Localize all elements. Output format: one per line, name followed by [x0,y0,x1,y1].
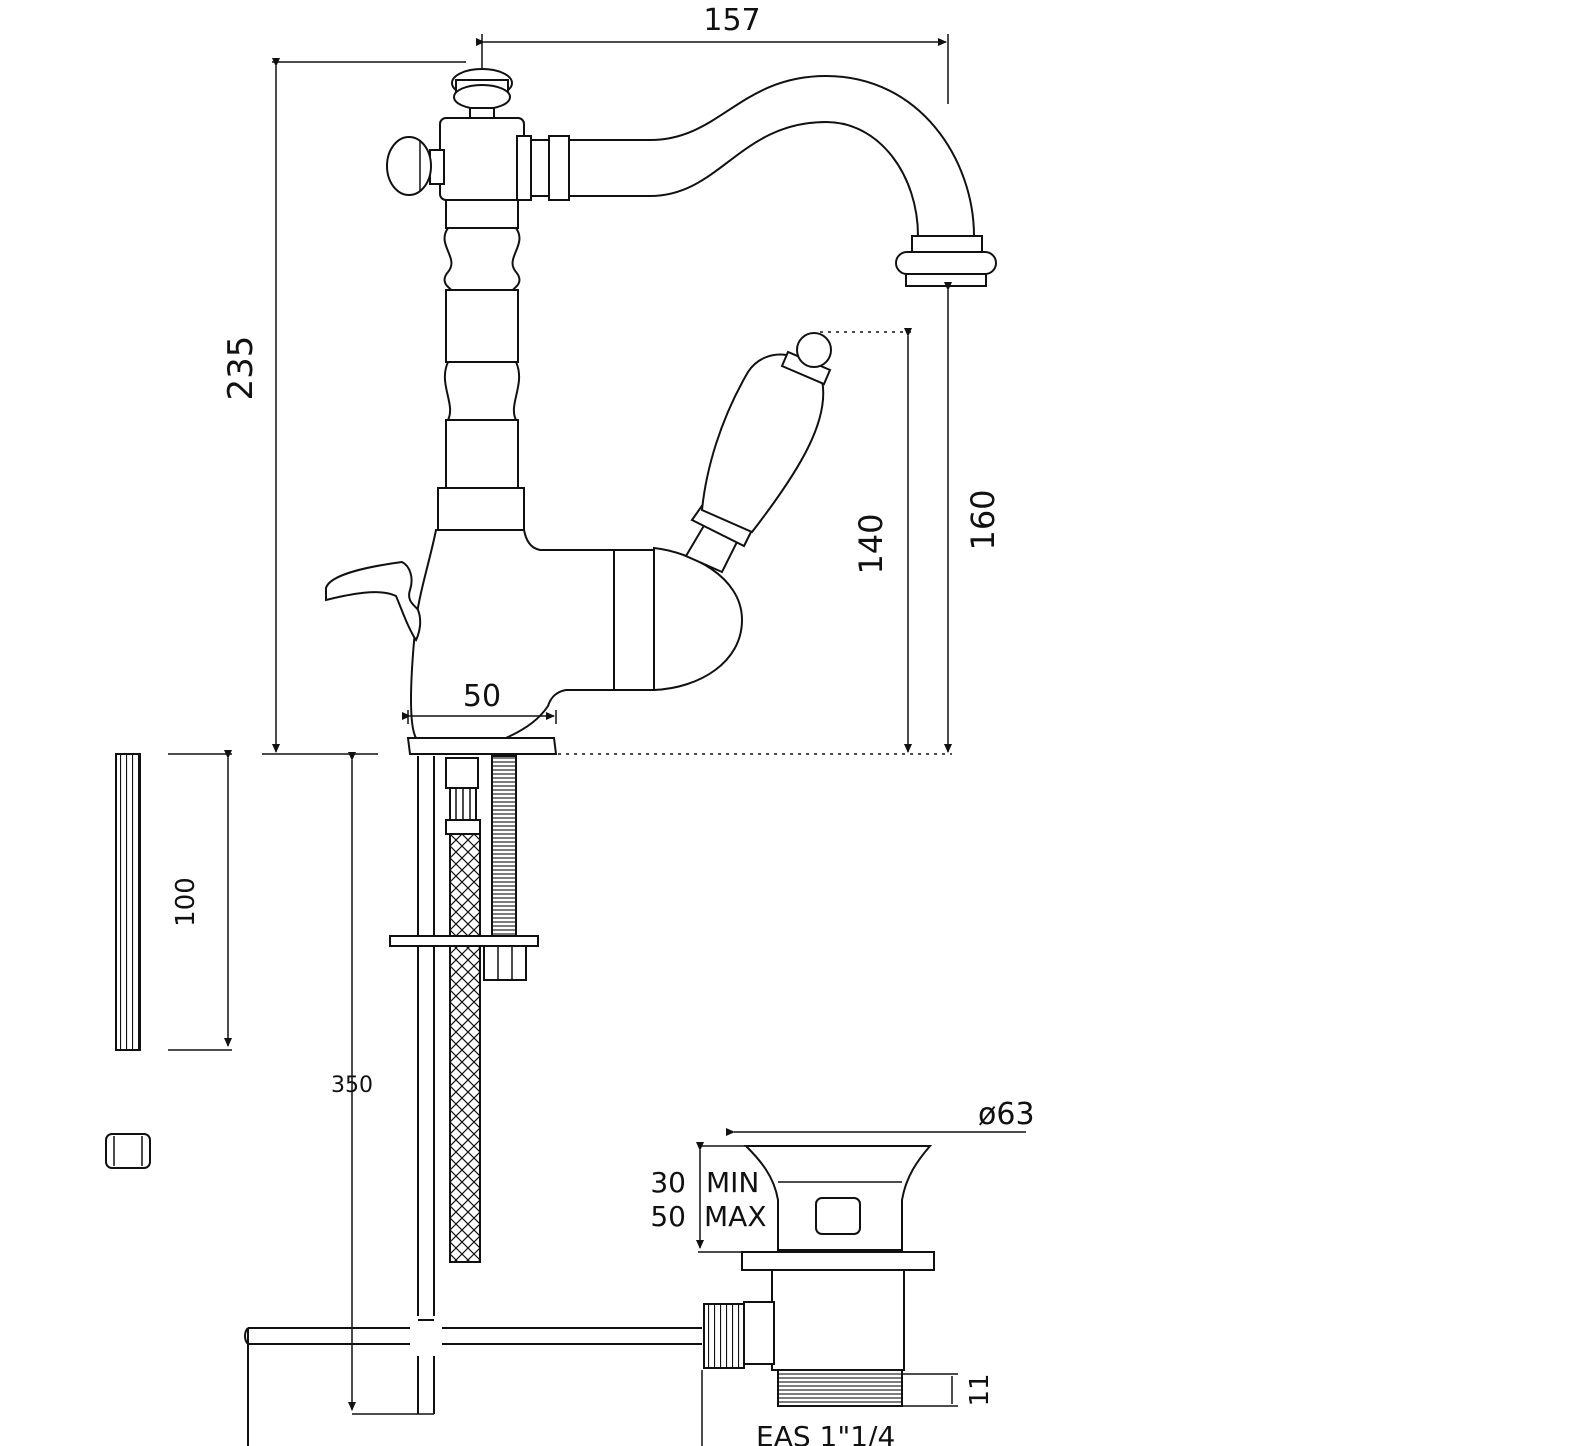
dim-spout-height: 160 [964,489,1002,550]
dim-base-diameter: 50 [463,679,501,714]
dim-max-label: MAX [704,1200,767,1233]
faucet-body [325,68,832,755]
dim-min-value: 30 [650,1166,686,1199]
faucet-spout [569,74,997,287]
dim-lever-height: 140 [852,513,890,574]
dim-waste-diameter: ø63 [978,1097,1035,1132]
waste-drain [701,1145,935,1446]
dim-spout-reach: 157 [703,3,760,38]
under-counter-assembly [105,753,702,1446]
dim-thread-depth: 11 [965,1373,995,1406]
dim-thread-length: 100 [171,877,201,927]
dim-hose-length: 350 [331,1073,373,1098]
dim-min-label: MIN [706,1166,759,1199]
dim-total-height: 235 [221,336,261,401]
dim-waste-thread: EAS 1"1/4 [756,1420,895,1446]
dim-max-value: 50 [650,1200,686,1233]
dimension-lines [168,34,1026,1415]
